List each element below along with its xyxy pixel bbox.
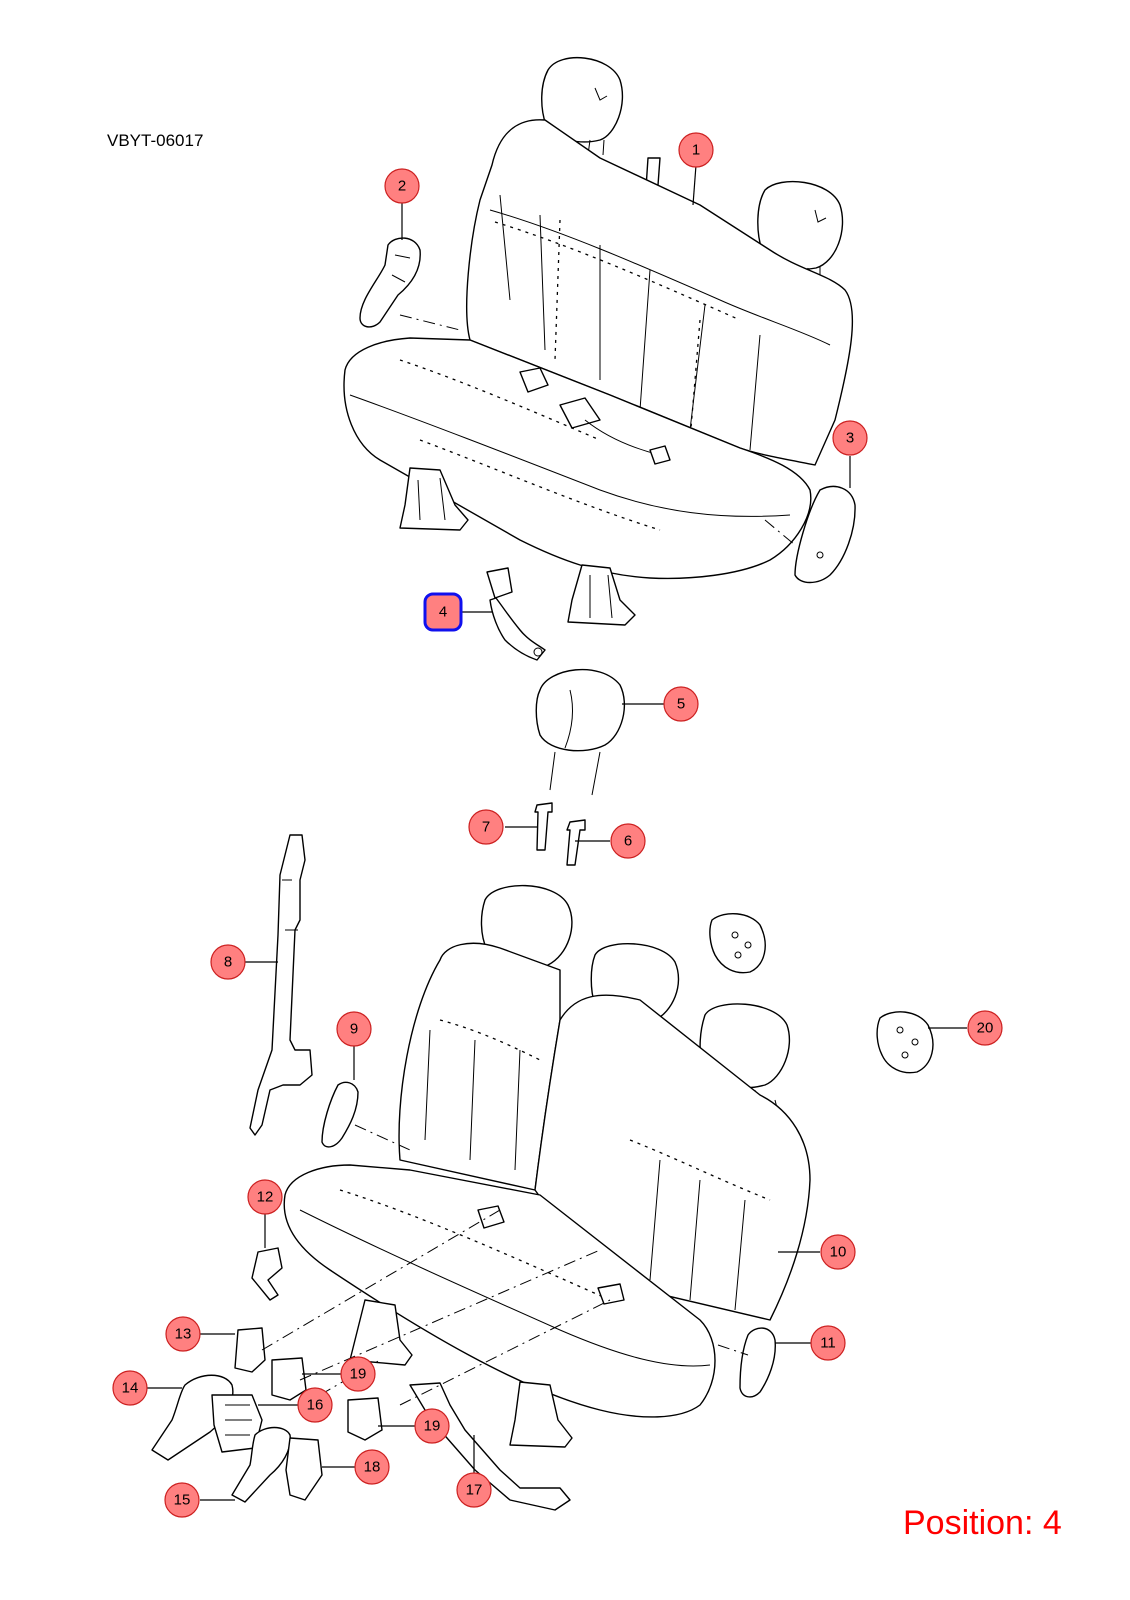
callout-label: 19 — [424, 1418, 441, 1435]
callout-circle — [210, 944, 246, 980]
callout-16[interactable]: 16 — [297, 1387, 333, 1423]
callout-5[interactable]: 5 — [663, 686, 699, 722]
callout-label: 11 — [820, 1335, 836, 1352]
callout-20[interactable]: 20 — [967, 1010, 1003, 1046]
callout-1[interactable]: 1 — [678, 132, 714, 168]
callout-circle — [456, 1472, 492, 1508]
callout-circle — [297, 1387, 333, 1423]
callout-3[interactable]: 3 — [832, 420, 868, 456]
position-readout: Position: 4 — [903, 1504, 1062, 1542]
callout-circle — [820, 1234, 856, 1270]
callout-circle — [354, 1449, 390, 1485]
callout-17[interactable]: 17 — [456, 1472, 492, 1508]
callout-circle — [384, 168, 420, 204]
callout-label: 15 — [174, 1492, 191, 1509]
callout-circle — [610, 823, 646, 859]
callout-circle — [112, 1370, 148, 1406]
callout-label: 2 — [398, 178, 406, 195]
leader-lines — [147, 164, 967, 1501]
callout-circle — [414, 1408, 450, 1444]
callout-label: 13 — [175, 1326, 192, 1343]
callout-circle — [340, 1356, 376, 1392]
callout-circle — [165, 1316, 201, 1352]
callout-19[interactable]: 19 — [414, 1408, 450, 1444]
callout-14[interactable]: 14 — [112, 1370, 148, 1406]
rear-seat-illustration — [151, 834, 934, 1511]
callout-label: 5 — [677, 696, 685, 713]
callout-label: 14 — [122, 1380, 139, 1397]
callout-2[interactable]: 2 — [384, 168, 420, 204]
callout-circle — [247, 1179, 283, 1215]
callout-circle — [967, 1010, 1003, 1046]
callout-label: 12 — [257, 1189, 274, 1206]
callout-13[interactable]: 13 — [165, 1316, 201, 1352]
callout-label: 1 — [692, 142, 700, 159]
headrest-assembly-illustration — [534, 668, 626, 866]
callout-label: 19 — [350, 1366, 367, 1383]
callout-circle — [164, 1482, 200, 1518]
seat-belt-buckle-illustration — [486, 567, 546, 661]
callout-label: 8 — [224, 954, 232, 971]
callout-label: 20 — [977, 1020, 994, 1037]
callout-label: 17 — [466, 1482, 483, 1499]
callout-19[interactable]: 19 — [340, 1356, 376, 1392]
callout-circle — [336, 1011, 372, 1047]
callout-circle — [810, 1325, 846, 1361]
callout-18[interactable]: 18 — [354, 1449, 390, 1485]
selected-callout-highlight — [423, 592, 463, 632]
callout-8[interactable]: 8 — [210, 944, 246, 980]
callout-6[interactable]: 6 — [610, 823, 646, 859]
callout-label: 3 — [846, 430, 854, 447]
callout-circle — [468, 809, 504, 845]
upper-bench-seat-illustration — [343, 57, 856, 626]
callout-circle — [832, 420, 868, 456]
callout-9[interactable]: 9 — [336, 1011, 372, 1047]
callout-label: 6 — [624, 833, 632, 850]
callout-12[interactable]: 12 — [247, 1179, 283, 1215]
callout-label: 9 — [350, 1021, 358, 1038]
callout-15[interactable]: 15 — [164, 1482, 200, 1518]
callout-label: 7 — [482, 819, 490, 836]
callout-4[interactable]: 4 — [423, 592, 463, 632]
drawing-code: VBYT-06017 — [107, 131, 204, 150]
callout-label: 10 — [830, 1244, 847, 1261]
callout-circle — [678, 132, 714, 168]
callout-10[interactable]: 10 — [820, 1234, 856, 1270]
callout-label: 4 — [439, 604, 447, 621]
callout-11[interactable]: 11 — [810, 1325, 846, 1361]
callout-circle — [663, 686, 699, 722]
callout-label: 16 — [307, 1397, 324, 1414]
callout-7[interactable]: 7 — [468, 809, 504, 845]
callout-label: 18 — [364, 1459, 381, 1476]
